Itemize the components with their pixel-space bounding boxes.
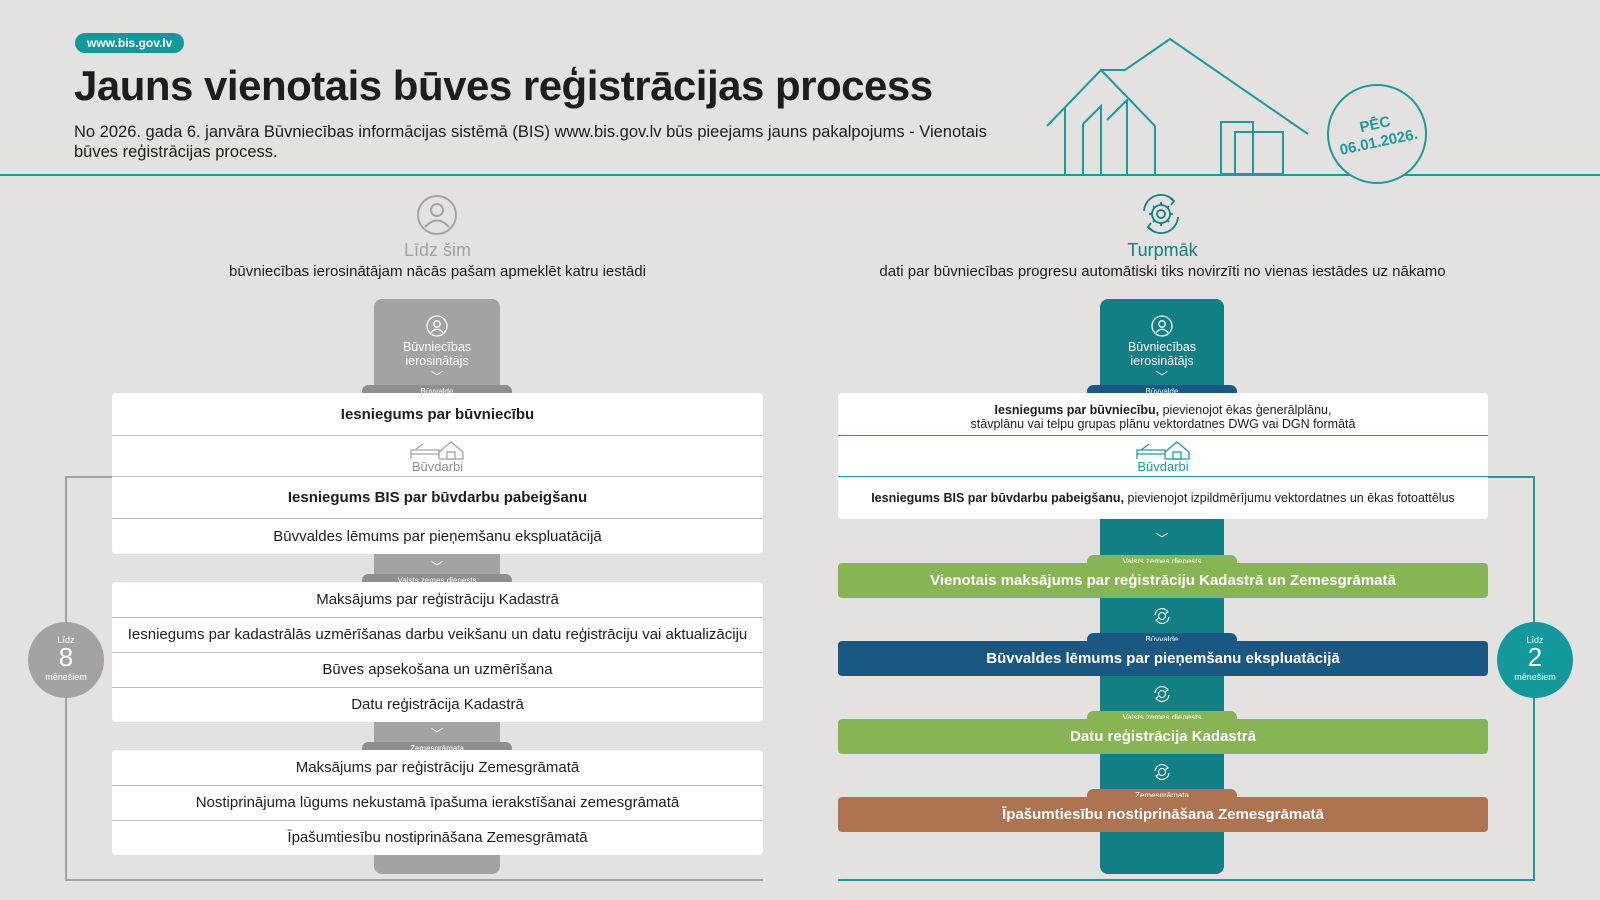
left-row-vzd-4: Datu reģistrācija Kadastrā <box>112 687 763 722</box>
right-card-buvvalde: Iesniegums par būvniecību, pievienojot ē… <box>838 393 1488 519</box>
step-4-bar: Īpašumtiesību nostiprināšana Zemesgrāmat… <box>838 797 1488 832</box>
row-1-second-line: stāvplānu vai telpu grupas plānu vektord… <box>970 417 1356 431</box>
header-divider <box>0 174 1600 176</box>
left-row-zg-2: Nostiprinājuma lūgums nekustamā īpašuma … <box>112 785 763 820</box>
person-icon <box>417 195 457 235</box>
row-1-bold-text: Iesniegums par būvniecību, <box>994 403 1160 417</box>
right-row-construction: Būvdarbi <box>838 435 1488 476</box>
left-row-vzd-3: Būves apsekošana un uzmērīšana <box>112 652 763 687</box>
left-subheading: būvniecības ierosinātājam nācās pašam ap… <box>229 263 646 280</box>
row-2-bold-text: Iesniegums BIS par būvdarbu pabeigšanu, <box>871 491 1125 505</box>
left-row-completion: Iesniegums BIS par būvdarbu pabeigšanu <box>112 476 763 518</box>
duration-prefix: Līdz <box>1526 635 1544 645</box>
duration-prefix: Līdz <box>57 635 75 645</box>
step-2-bar: Būvvaldes lēmums par pieņemšanu ekspluat… <box>838 641 1488 676</box>
row-2-text: pievienojot izpildmērījumu vektordatnes … <box>1124 491 1455 505</box>
duration-suffix: mēnešiem <box>45 672 87 682</box>
left-card-buvvalde: Iesniegums par būvniecību Būvdarbi Iesni… <box>112 393 763 554</box>
step-1-bar: Vienotais maksājums par reģistrāciju Kad… <box>838 563 1488 598</box>
sync-icon <box>1154 608 1170 624</box>
sync-icon <box>1154 686 1170 702</box>
step-3-bar: Datu reģistrācija Kadastrā <box>838 719 1488 754</box>
chevron-down-icon: ﹀ <box>430 560 443 574</box>
person-icon <box>426 315 448 337</box>
duration-number: 8 <box>58 642 74 672</box>
left-row-zg-3: Īpašumtiesību nostiprināšana Zemesgrāmat… <box>112 820 763 855</box>
right-subheading: dati par būvniecības progresu automātisk… <box>879 263 1446 280</box>
left-duration-circle: Līdz 8 mēnešiem <box>28 622 104 698</box>
left-row-vzd-1: Maksājums par reģistrāciju Kadastrā <box>316 591 559 608</box>
duration-number: 2 <box>1527 642 1543 672</box>
chevron-down-icon: ﹀ <box>1155 370 1168 384</box>
buvdarbi-label: Būvdarbi <box>411 459 464 474</box>
page-subtitle: No 2026. gada 6. janvāra Būvniecības inf… <box>74 123 987 161</box>
left-row-acceptance: Būvvaldes lēmums par pieņemšanu ekspluat… <box>112 518 763 554</box>
sync-icon <box>1154 764 1170 780</box>
buvdarbi-label: Būvdarbi <box>1137 459 1189 474</box>
right-heading: Turpmāk <box>1127 240 1198 260</box>
construction-icon <box>1136 441 1190 460</box>
website-url-pill[interactable]: www.bis.gov.lv <box>75 33 185 53</box>
person-icon <box>1151 315 1173 337</box>
right-start-label: Būvniecības ierosinātājs <box>1127 340 1197 368</box>
left-row-building-application: Iesniegums par būvniecību <box>340 406 535 423</box>
automation-gear-icon <box>1143 194 1179 234</box>
duration-suffix: mēnešiem <box>1514 672 1556 682</box>
chevron-down-icon: ﹀ <box>1155 532 1168 546</box>
row-1-text: pievienojot ēkas ģenerālplānu, <box>1159 403 1332 417</box>
chevron-down-icon: ﹀ <box>430 727 443 741</box>
left-start-label: Būvniecības ierosinātājs <box>402 340 472 368</box>
page-title: Jauns vienotais būves reģistrācijas proc… <box>74 62 933 109</box>
left-row-vzd-2: Iesniegums par kadastrālās uzmērīšanas d… <box>112 617 763 652</box>
left-card-vzd: Maksājums par reģistrāciju Kadastrā Iesn… <box>112 582 763 722</box>
house-outline-icon <box>1046 37 1309 175</box>
right-row-building-application: Iesniegums par būvniecību, pievienojot ē… <box>838 403 1488 433</box>
left-card-zemesgramata: Maksājums par reģistrāciju Zemesgrāmatā … <box>112 750 763 855</box>
construction-icon <box>410 441 464 460</box>
left-row-construction: Būvdarbi <box>112 435 763 476</box>
right-row-completion: Iesniegums BIS par būvdarbu pabeigšanu, … <box>838 476 1488 519</box>
right-duration-circle: Līdz 2 mēnešiem <box>1497 622 1573 698</box>
chevron-down-icon: ﹀ <box>430 370 443 384</box>
left-heading: Līdz šim <box>403 240 472 260</box>
left-row-zg-1: Maksājums par reģistrāciju Zemesgrāmatā <box>295 759 580 776</box>
